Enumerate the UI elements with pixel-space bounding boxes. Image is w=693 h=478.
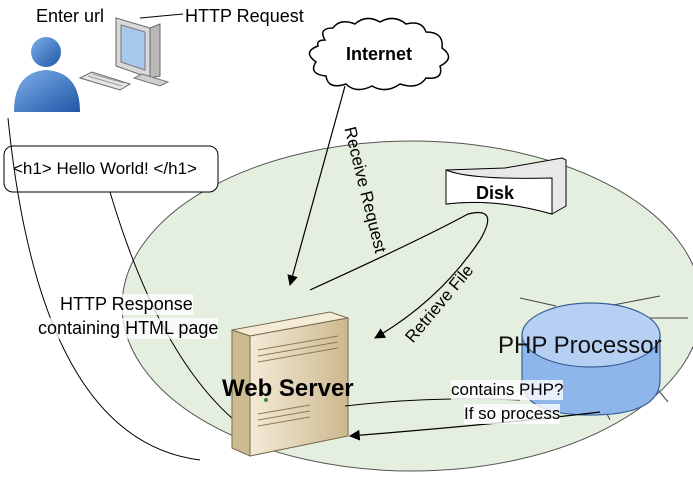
user-icon [14, 37, 80, 112]
receive-request-arrow [287, 85, 346, 287]
disk-icon [445, 157, 567, 215]
http-response-connector-outer [7, 117, 201, 461]
web-server-label: Web Server [222, 375, 354, 402]
http-response-line2: containing HTML page [38, 318, 219, 339]
cloud-icon [308, 17, 450, 91]
disk-label: Disk [476, 183, 515, 203]
http-response-line1: HTTP Response [60, 294, 193, 315]
h1-code-box [3, 145, 219, 193]
contains-php-line2: If so process [464, 404, 561, 424]
http-request-connector [139, 13, 184, 19]
enter-url-label: Enter url [36, 6, 105, 26]
internet-label: Internet [346, 44, 413, 64]
h1-code-label: <h1> Hello World! </h1> [13, 159, 197, 178]
http-request-label: HTTP Request [185, 6, 304, 26]
server-icon [231, 311, 349, 457]
php-return-arrow [348, 411, 601, 441]
contains-php-line1: contains PHP? [451, 380, 564, 400]
computer-icon [78, 17, 170, 91]
retrieve-file-loop [309, 212, 489, 339]
php-processor-label: PHP Processor [498, 332, 662, 359]
